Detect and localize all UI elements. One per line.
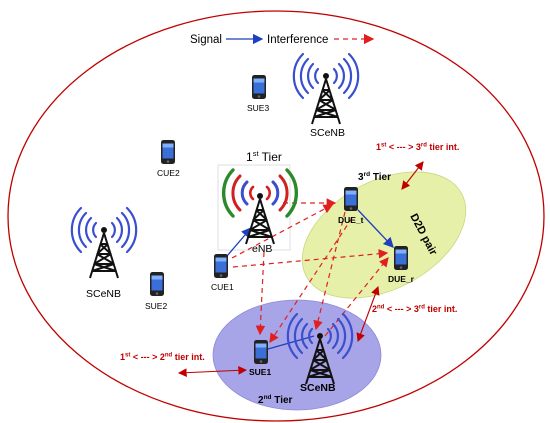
macro-cell-boundary: [7, 10, 545, 422]
scenb-left: [70, 206, 138, 279]
phone-icon: [252, 75, 266, 99]
interference-due-t-to-sue1: [269, 217, 353, 344]
phone-icon: [214, 254, 228, 278]
interference-cue1-to-due-r: [232, 248, 389, 268]
sue1-label: SUE1: [249, 367, 271, 377]
cue2-label: CUE2: [157, 168, 180, 178]
scenb-top-label: SCeNB: [310, 127, 345, 139]
phone-icon: [344, 187, 358, 211]
annotation-tier1-tier2: 1st < --- > 2nd tier int.: [120, 352, 205, 362]
sue2-phone: [150, 272, 164, 296]
tier2-region: [212, 299, 382, 411]
phone-icon: [254, 340, 268, 364]
sue1-phone: [254, 340, 268, 364]
legend-interference-label: Interference: [267, 34, 328, 46]
scenb-left-label: SCeNB: [86, 288, 121, 300]
signal-due-t-to-due-r: [357, 209, 394, 248]
phone-icon: [161, 140, 175, 164]
legend-signal-label: Signal: [190, 34, 222, 46]
annotation-tier1-tier3: 1st < --- > 3rd tier int.: [376, 142, 459, 152]
cue1-label: CUE1: [211, 282, 234, 292]
phone-icon: [150, 272, 164, 296]
sue2-label: SUE2: [145, 301, 167, 311]
enb-label: eNB: [252, 243, 272, 255]
tier3-label: 3rd Tier: [358, 171, 391, 183]
due-r-phone: [394, 246, 408, 270]
annotation-tier2-tier3: 2nd < --- > 3rd tier int.: [372, 304, 457, 314]
phone-icon: [394, 246, 408, 270]
d2d-tier3-region: [301, 171, 467, 299]
cue2-phone: [161, 140, 175, 164]
legend: Signal Interference: [190, 33, 375, 46]
signal-enb-cue1: [226, 227, 252, 257]
arrow-tier2-tier3: [356, 285, 380, 343]
arrow-tier1-tier3: [401, 161, 424, 190]
sue3-phone: [252, 75, 266, 99]
interference-cue1-to-due-t: [231, 204, 334, 259]
tier1-label: 1st Tier: [246, 149, 282, 164]
cue1-phone: [214, 254, 228, 278]
interference-links: [231, 198, 389, 344]
tier2-label: 2nd Tier: [258, 394, 293, 406]
enb-radio-waves-icon: [222, 168, 298, 218]
signal-scenb-sue1: [267, 335, 315, 350]
sue3-label: SUE3: [247, 103, 269, 113]
interference-due-t-to-scenb: [313, 211, 346, 331]
due-t-label: DUE_t: [338, 215, 364, 225]
due-t-phone: [344, 187, 358, 211]
interference-scenb-to-due-r: [324, 257, 389, 337]
scenb-bottom-label: SCeNB: [300, 382, 336, 394]
scenb-top: [292, 52, 360, 125]
due-r-label: DUE_r: [388, 274, 415, 284]
arrow-tier1-tier2: [177, 365, 248, 378]
enb-tower: [222, 168, 298, 245]
interference-enb-to-sue1: [255, 251, 266, 336]
